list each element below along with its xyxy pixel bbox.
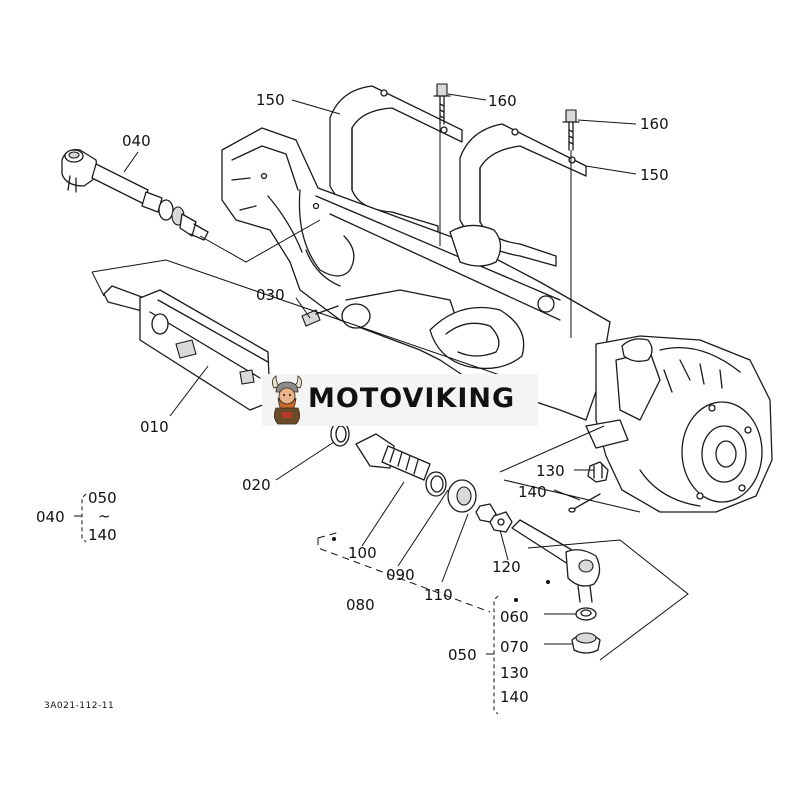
callout-010: 010 — [140, 418, 169, 436]
callout-070: 070 — [500, 638, 529, 656]
callout-160-right: 160 — [640, 115, 669, 133]
callout-100: 100 — [348, 544, 377, 562]
callout-060: 060 — [500, 608, 529, 626]
callout-110: 110 — [424, 586, 453, 604]
front-axle-housing — [221, 127, 611, 421]
assembly-040-tilde: ~ — [98, 507, 111, 525]
reference-lines — [91, 124, 689, 661]
part-040-tie-rod — [61, 149, 209, 241]
callout-090: 090 — [386, 566, 415, 584]
assembly-040-from: 050 — [88, 489, 117, 507]
part-050-tie-rod-end — [511, 519, 601, 603]
assembly-040-to: 140 — [88, 526, 117, 544]
part-090-boot — [447, 479, 477, 513]
part-washer-ring — [425, 471, 447, 497]
part-010-steering-cylinder — [103, 285, 271, 411]
viking-mascot-icon — [272, 375, 302, 425]
callout-150-right: 150 — [640, 166, 669, 184]
callout-140-right: 140 — [518, 483, 547, 501]
callout-130-right: 130 — [536, 462, 565, 480]
callout-150-left: 150 — [256, 91, 285, 109]
callout-120: 120 — [492, 558, 521, 576]
part-060-dust-seal — [575, 607, 597, 621]
part-070-cap — [571, 632, 601, 654]
callout-040-top: 040 — [122, 132, 151, 150]
callout-030: 030 — [256, 286, 285, 304]
callout-leaders — [123, 93, 637, 645]
watermark-band — [262, 374, 538, 426]
callout-020: 020 — [242, 476, 271, 494]
watermark-brand: MOTOVIKING — [308, 383, 516, 414]
callout-160-left: 160 — [488, 92, 517, 110]
callout-050-bottom: 050 — [448, 646, 477, 664]
differential-gear-case — [585, 335, 773, 513]
part-140-cotter-pin — [568, 493, 601, 513]
assembly-040-bracket — [74, 493, 87, 543]
part-120-locknut — [489, 511, 513, 533]
callout-080: 080 — [346, 596, 375, 614]
assembly-050-bracket — [486, 595, 499, 715]
callout-140-group: 140 — [500, 688, 529, 706]
assembly-040-label: 040 — [36, 508, 65, 526]
part-130-castle-nut — [587, 461, 609, 483]
drawing-code: 3A021-112-11 — [44, 701, 114, 711]
leader-dots — [332, 537, 550, 602]
callout-labels: 150 160 160 150 040 030 010 020 130 140 … — [36, 91, 669, 711]
part-160-bolt-left — [433, 83, 451, 125]
part-160-bolt-right — [562, 109, 580, 151]
callout-130-group: 130 — [500, 664, 529, 682]
part-100-inner-rod — [355, 433, 431, 481]
